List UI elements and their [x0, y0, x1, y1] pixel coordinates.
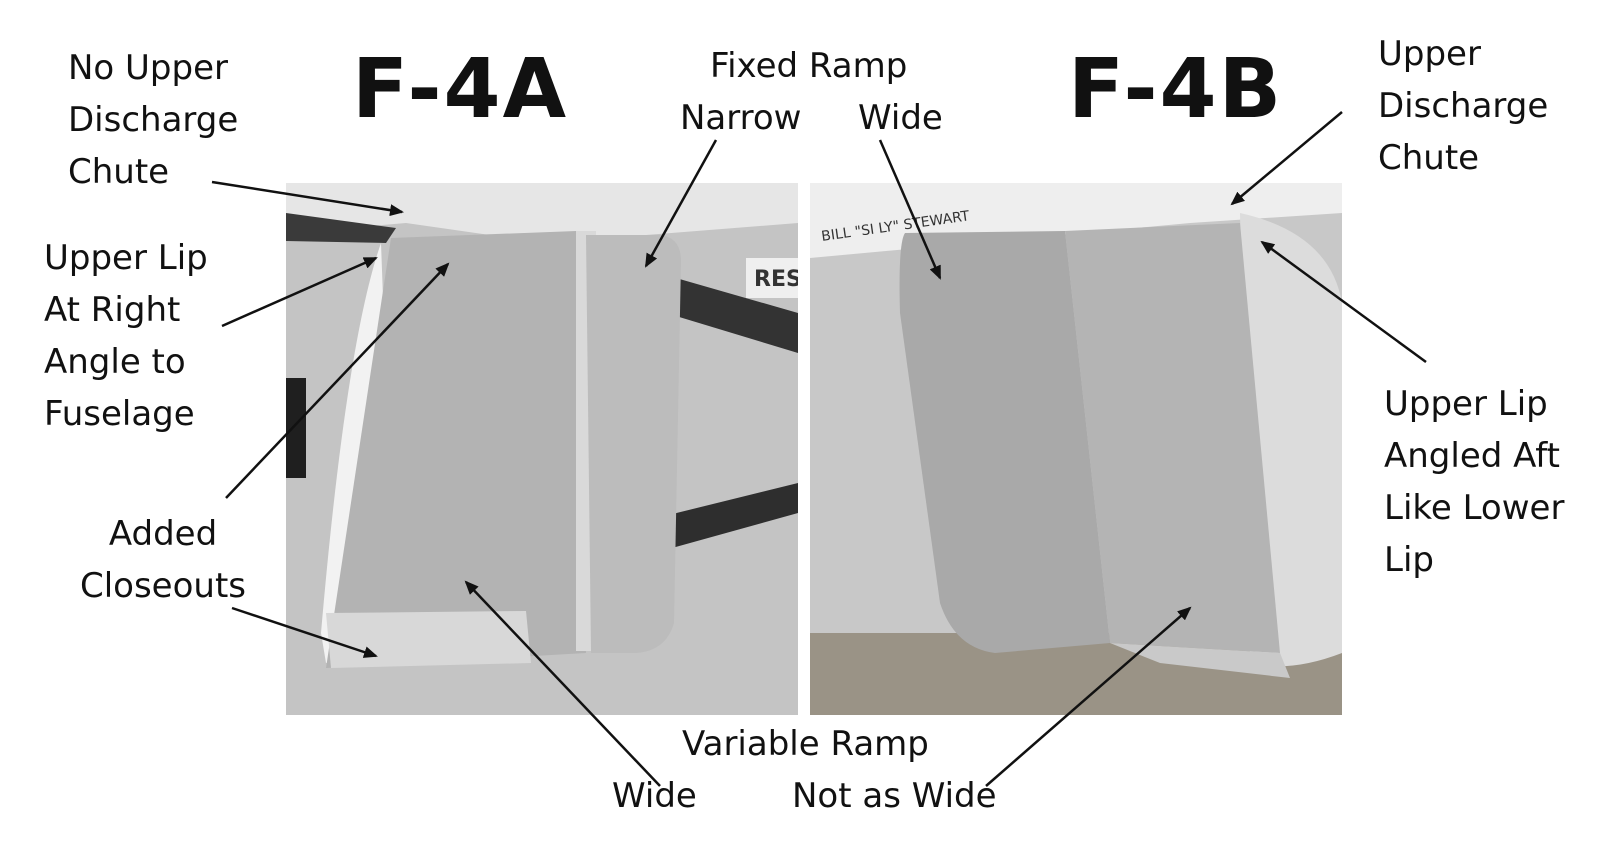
title-f4b: F-4B — [1068, 42, 1284, 137]
f4a-intake-drawing: RES — [286, 183, 798, 715]
f4b-intake-photo: BILL "SI LY" STEWART — [810, 183, 1342, 715]
label-variable-ramp-not-as-wide: Not as Wide — [792, 776, 997, 816]
label-upper-lip-right-angle: Upper Lip At Right Angle to Fuselage — [44, 238, 208, 434]
title-f4a: F-4A — [352, 42, 569, 137]
label-fixed-ramp-narrow: Narrow — [680, 98, 802, 138]
stencil-text: RES — [754, 267, 798, 292]
label-variable-ramp-wide: Wide — [612, 776, 697, 816]
f4a-intake-photo: RES — [286, 183, 798, 715]
label-fixed-ramp-wide: Wide — [858, 98, 943, 138]
label-upper-lip-angled: Upper Lip Angled Aft Like Lower Lip — [1384, 384, 1565, 580]
label-upper-chute: Upper Discharge Chute — [1378, 34, 1549, 178]
label-added-closeouts: Added Closeouts — [79, 514, 246, 606]
label-variable-ramp: Variable Ramp — [682, 724, 929, 764]
label-fixed-ramp: Fixed Ramp — [710, 46, 908, 86]
label-no-upper-chute: No Upper Discharge Chute — [68, 48, 239, 192]
f4b-intake-drawing: BILL "SI LY" STEWART — [810, 183, 1342, 715]
